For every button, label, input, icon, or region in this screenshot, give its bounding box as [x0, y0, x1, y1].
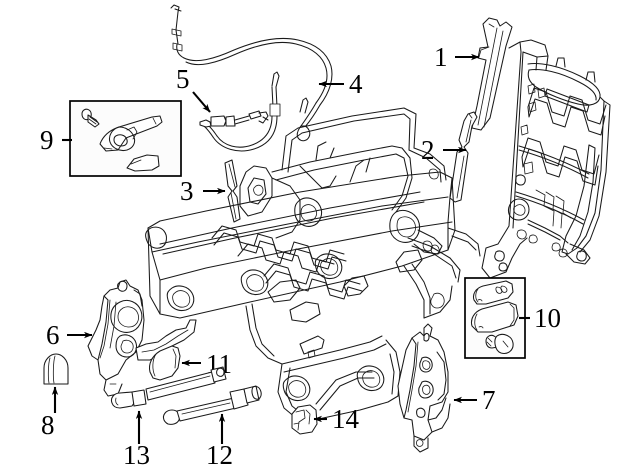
cover-kit-box	[464, 277, 526, 359]
release-handle	[99, 115, 163, 152]
callout-6-label: 6	[46, 320, 60, 350]
callout-4: 4	[318, 69, 363, 99]
callout-7: 7	[453, 385, 496, 415]
handle-bolt	[81, 108, 100, 128]
callout-2-label: 2	[421, 135, 435, 165]
latch-striker-block	[291, 404, 318, 435]
seat-hinge-bracket	[397, 323, 451, 453]
callout-14: 14	[313, 404, 360, 434]
handle-kit-box	[69, 100, 182, 177]
release-cable-assembly	[170, 4, 333, 152]
callout-13-label: 13	[123, 440, 150, 470]
pivot-side-cover	[149, 345, 181, 381]
callout-5: 5	[176, 64, 211, 113]
callout-12-label: 12	[206, 440, 233, 470]
callout-12: 12	[206, 413, 233, 470]
seat-back-side-trim-cover	[471, 17, 513, 131]
callout-1-label: 1	[434, 42, 448, 72]
callout-6: 6	[46, 320, 93, 350]
seat-back-side-rod	[449, 111, 478, 203]
seat-back-frame	[481, 39, 611, 279]
callout-14-label: 14	[332, 404, 360, 434]
callout-5-label: 5	[176, 64, 190, 94]
pivot-bolt-cap	[43, 353, 69, 385]
cable-inline-connector	[210, 110, 269, 127]
callout-10: 10	[519, 303, 561, 333]
handle-bezel-detail	[130, 159, 142, 165]
callout-8: 8	[41, 386, 59, 440]
cushion-side-rod	[224, 159, 241, 223]
callout-8-label: 8	[41, 410, 55, 440]
callout-1: 1	[434, 42, 480, 72]
callout-9: 9	[40, 125, 72, 155]
callout-13: 13	[123, 410, 150, 470]
lift-assist-rod	[110, 366, 227, 409]
callout-3-label: 3	[180, 176, 194, 206]
callout-10-label: 10	[534, 303, 561, 333]
callout-9-label: 9	[40, 125, 54, 155]
seat-cushion-frame	[145, 107, 481, 421]
callout-3: 3	[180, 176, 226, 206]
cover-kit-screw	[485, 333, 514, 354]
callout-4-label: 4	[349, 69, 363, 99]
callout-7-label: 7	[482, 385, 496, 415]
gas-strut-support	[162, 385, 262, 425]
recliner-mechanism-bracket	[87, 279, 197, 397]
handle-bezel	[126, 154, 160, 172]
